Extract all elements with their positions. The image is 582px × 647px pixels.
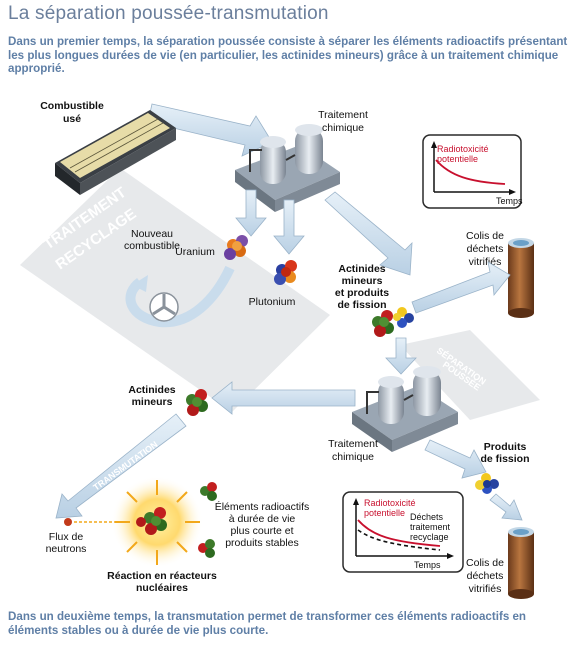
waste-canister-2 [508, 527, 534, 599]
page-title: La séparation poussée-transmutation [8, 3, 329, 24]
arrow-to-fission-products [424, 439, 487, 479]
separation-band [400, 330, 540, 420]
traitement-band [20, 168, 330, 412]
actinides-and-fission-products-atoms [372, 307, 414, 337]
reactor-symbol [149, 292, 179, 322]
uranium-atom [224, 235, 248, 260]
label-nouveau-2: combustible [124, 240, 180, 252]
radiotoxicity-graph-1 [422, 134, 522, 209]
label-traitement2-1: Traitement [328, 438, 378, 450]
product-atom-bottom [198, 539, 215, 558]
arrow-to-separation [324, 191, 413, 276]
graph2-title-2: potentielle [364, 508, 405, 518]
graph2-curve-3: recyclage [410, 532, 449, 542]
label-elements-1: Éléments radioactifs [215, 500, 310, 513]
graph2-xlabel: Temps [414, 560, 441, 570]
arrow-to-actinides-mineurs [211, 381, 356, 415]
graph2-title-1: Radiotoxicité [364, 498, 416, 508]
arrow-to-traitement-2 [385, 337, 417, 375]
label-traitement1-1: Traitement [318, 109, 368, 121]
label-colis2-2: déchets [467, 570, 504, 582]
arrow-to-uranium [235, 189, 267, 237]
label-colis1-1: Colis de [466, 230, 504, 242]
graph1-xlabel: Temps [496, 196, 523, 206]
recycling-loop-arrow [125, 265, 235, 328]
radiotoxicity-graph-2 [342, 491, 464, 573]
neutron-flux [64, 518, 128, 526]
graph2-curve-2: traitement [410, 522, 451, 532]
arrow-to-plutonium [273, 199, 305, 255]
label-pf-1: Produits [484, 441, 527, 453]
label-colis1-3: vitrifiés [469, 256, 502, 268]
label-nouveau-1: Nouveau [131, 228, 173, 240]
label-flux-1: Flux de [49, 531, 84, 543]
nuclear-reaction-burst [111, 476, 203, 568]
arrow-transmutation [55, 413, 187, 519]
recycling-loop-head [132, 275, 148, 292]
graph2-curve-1: Déchets [410, 512, 444, 522]
arrow-to-colis-2 [489, 493, 523, 521]
arrow-to-colis-1 [411, 261, 511, 314]
label-flux-2: neutrons [46, 543, 87, 555]
graph1-title-1: Radiotoxicité [437, 144, 489, 154]
label-elements-2: à durée de vie [229, 513, 296, 525]
label-colis1-2: déchets [467, 243, 504, 255]
label-plutonium: Plutonium [249, 296, 296, 308]
label-actinides2-1: Actinides [128, 384, 175, 396]
label-actinides-pf-3: et produits [335, 287, 389, 299]
label-traitement2-2: chimique [332, 451, 374, 463]
chemical-plant-1 [235, 124, 340, 212]
plutonium-atom [274, 260, 297, 285]
label-elements-3: plus courte et [230, 525, 293, 537]
label-combustible-2: usé [63, 113, 81, 125]
intro-paragraph: Dans un premier temps, la séparation pou… [8, 35, 568, 76]
label-colis2-3: vitrifiés [469, 583, 502, 595]
label-uranium: Uranium [175, 246, 215, 258]
label-actinides-pf-2: mineurs [342, 275, 383, 287]
graph1-title-2: potentielle [437, 154, 478, 164]
spent-fuel-assembly [55, 110, 176, 195]
label-actinides-pf-4: de fission [337, 299, 386, 311]
label-pf-2: de fission [480, 453, 529, 465]
label-elements-4: produits stables [225, 537, 299, 549]
waste-canister-1 [508, 238, 534, 318]
label-reaction-2: nucléaires [136, 582, 188, 594]
outro-paragraph: Dans un deuxième temps, la transmutation… [8, 610, 527, 637]
label-actinides-pf-1: Actinides [338, 263, 385, 275]
label-actinides2-2: mineurs [132, 396, 173, 408]
product-atom-top [200, 482, 217, 501]
chemical-plant-2 [352, 366, 458, 452]
minor-actinides-atom [186, 389, 208, 416]
label-combustible-1: Combustible [40, 100, 104, 112]
label-traitement1-2: chimique [322, 122, 364, 134]
label-colis2-1: Colis de [466, 557, 504, 569]
fission-products-atom [475, 473, 499, 494]
label-reaction-1: Réaction en réacteurs [107, 570, 217, 582]
